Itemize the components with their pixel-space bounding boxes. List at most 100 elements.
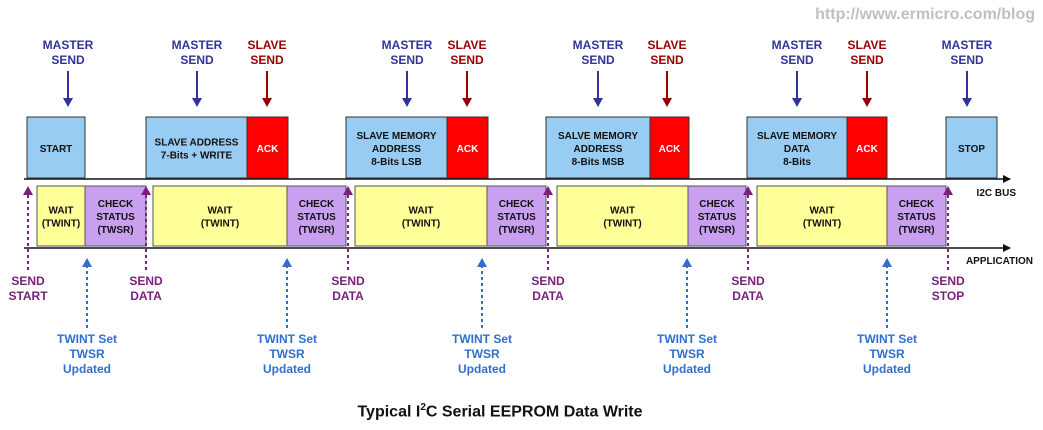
i2c-bus-label: I2C BUS <box>977 188 1017 199</box>
send-arrow-head <box>402 98 412 107</box>
app-box-rect <box>756 185 888 247</box>
app-box-text: CHECK <box>98 199 134 210</box>
app-event-arrow-head <box>343 186 353 195</box>
app-box-text: CHECK <box>699 199 735 210</box>
watermark-url: http://www.ermicro.com/blog <box>815 6 1035 23</box>
bus-box-rect <box>345 116 448 179</box>
app-box-rect <box>354 185 488 247</box>
top-labels: MASTERSENDMASTERSENDSLAVESENDMASTERSENDS… <box>43 38 993 107</box>
ack-box: ACK <box>649 116 690 179</box>
app-event-text: STOP <box>932 289 964 303</box>
send-arrow-head <box>262 98 272 107</box>
caption-suffix: C Serial EEPROM Data Write <box>425 403 643 421</box>
top-label-text: SLAVE <box>847 38 886 52</box>
top-label-text: MASTER <box>43 38 94 52</box>
send-arrow-head <box>63 98 73 107</box>
twint-event-text: Updated <box>663 362 711 376</box>
send-arrow-head <box>862 98 872 107</box>
twint-event-text: TWINT Set <box>657 332 717 346</box>
send-arrow-head <box>192 98 202 107</box>
bus-box-text: 7-Bits + WRITE <box>161 151 233 162</box>
app-event-text: SEND <box>129 274 163 288</box>
top-label-text: SEND <box>581 53 615 67</box>
top-label-text: SEND <box>950 53 984 67</box>
app-event-text: SEND <box>331 274 365 288</box>
twint-event-arrow-head <box>477 258 487 267</box>
twint-event-arrow-head <box>282 258 292 267</box>
bus-box-rect <box>846 116 888 179</box>
send-arrow-head <box>792 98 802 107</box>
send-arrow <box>662 71 672 107</box>
top-label-text: MASTER <box>772 38 823 52</box>
top-label-text: SEND <box>850 53 884 67</box>
app-event-arrow-head <box>543 186 553 195</box>
twint-event-arrow <box>682 258 692 328</box>
app-event-arrow <box>141 186 151 270</box>
bus-box-text: 8-Bits LSB <box>371 157 422 168</box>
twint-event-text: TWSR <box>269 347 305 361</box>
app-box-rect <box>886 185 947 247</box>
app-box-rect <box>36 185 86 247</box>
send-arrow-head <box>962 98 972 107</box>
bus-box-text: 8-Bits <box>783 157 811 168</box>
bus-box: START <box>26 116 86 179</box>
ack-box: ACK <box>446 116 489 179</box>
bus-box-rect <box>649 116 690 179</box>
send-arrow <box>402 71 412 107</box>
app-event-text: DATA <box>532 289 564 303</box>
bus-box-text: ACK <box>457 144 479 155</box>
app-box-text: WAIT <box>208 206 233 217</box>
top-label-text: MASTER <box>172 38 223 52</box>
app-box-rect <box>486 185 547 247</box>
app-box-text: WAIT <box>49 206 74 217</box>
app-box-rect <box>84 185 147 247</box>
bus-box-rect <box>446 116 489 179</box>
app-box-rect <box>286 185 347 247</box>
send-arrow-head <box>593 98 603 107</box>
top-label-text: MASTER <box>573 38 624 52</box>
twint-event-arrow <box>82 258 92 328</box>
bus-box-rect <box>246 116 289 179</box>
bus-box-text: DATA <box>784 144 810 155</box>
twint-event-text: TWINT Set <box>257 332 317 346</box>
send-arrow <box>962 71 972 107</box>
twint-event-text: Updated <box>863 362 911 376</box>
wait-box: WAIT(TWINT) <box>152 185 288 247</box>
app-box-text: WAIT <box>810 206 835 217</box>
app-box-text: (TWSR) <box>898 225 934 236</box>
app-box-text: STATUS <box>497 212 536 223</box>
app-event-arrow <box>543 186 553 270</box>
bus-box-rect <box>26 116 86 179</box>
bus-box-text: ACK <box>856 144 878 155</box>
app-box-text: (TWSR) <box>498 225 534 236</box>
app-event-text: SEND <box>731 274 765 288</box>
bus-box-text: ADDRESS <box>574 144 623 155</box>
bus-box-rect <box>945 116 998 179</box>
send-arrow <box>192 71 202 107</box>
twint-event-text: TWINT Set <box>857 332 917 346</box>
top-label-text: SEND <box>180 53 214 67</box>
app-event-text: SEND <box>531 274 565 288</box>
wait-box: WAIT(TWINT) <box>354 185 488 247</box>
app-box-rect <box>556 185 689 247</box>
bus-box-rect <box>145 116 248 179</box>
app-box-text: (TWSR) <box>298 225 334 236</box>
